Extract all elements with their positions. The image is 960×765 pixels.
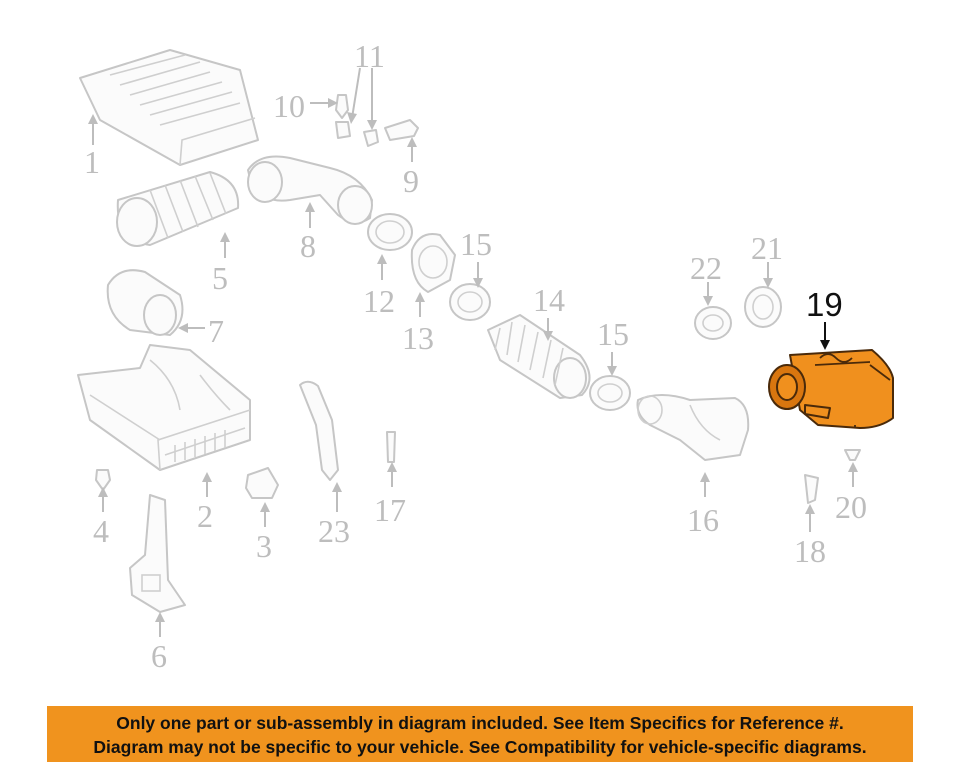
callout-18: 18 <box>794 533 826 569</box>
part-19-resonator-highlighted[interactable] <box>768 349 894 429</box>
part-17-stud <box>386 431 396 463</box>
callout-9: 9 <box>403 163 419 199</box>
callout-20: 20 <box>835 489 867 525</box>
callout-4: 4 <box>93 513 109 549</box>
part-21-seal <box>744 286 782 328</box>
leader-arrows <box>88 67 858 637</box>
part-10-sensor <box>335 94 349 119</box>
callout-16: 16 <box>687 502 719 538</box>
notice-line-2: Diagram may not be specific to your vehi… <box>93 737 867 757</box>
callout-22: 22 <box>690 250 722 286</box>
callout-10: 10 <box>273 88 305 124</box>
part-23-hose <box>299 380 339 481</box>
part-8-intake-duct <box>247 155 373 225</box>
callout-7: 7 <box>208 313 224 349</box>
part-7-maf-housing <box>106 269 184 336</box>
callout-2: 2 <box>197 498 213 534</box>
callout-3: 3 <box>256 528 272 564</box>
callout-11: 11 <box>354 38 385 74</box>
callout-17: 17 <box>374 492 406 528</box>
part-18-clip <box>804 474 819 504</box>
callout-6: 6 <box>151 638 167 674</box>
callout-12: 12 <box>363 283 395 319</box>
notice-banner: Only one part or sub-assembly in diagram… <box>47 706 913 762</box>
notice-line-1: Only one part or sub-assembly in diagram… <box>116 713 844 733</box>
callout-15b: 15 <box>597 316 629 352</box>
part-5-filter-element <box>116 171 240 247</box>
parts-diagram <box>77 49 894 637</box>
callout-1: 1 <box>84 144 100 180</box>
part-9-connector <box>384 119 419 141</box>
callout-21: 21 <box>751 230 783 266</box>
part-12-clamp <box>367 213 413 251</box>
part-20-pushpin <box>844 449 861 461</box>
callout-5: 5 <box>212 260 228 296</box>
part-22-clamp <box>694 306 732 340</box>
callout-13: 13 <box>402 320 434 356</box>
part-4-clip <box>95 469 111 491</box>
callout-14: 14 <box>533 282 565 318</box>
callout-19-highlighted: 19 <box>806 286 843 323</box>
part-16-resonator-duct <box>636 394 750 461</box>
callout-15a: 15 <box>460 226 492 262</box>
callout-23: 23 <box>318 513 350 549</box>
part-3-grommet <box>245 467 279 499</box>
part-2-air-cleaner-housing <box>77 344 251 471</box>
part-14-hose <box>487 314 591 399</box>
callout-8: 8 <box>300 228 316 264</box>
part-6-bracket <box>129 494 186 613</box>
part-15-clamp-a <box>449 283 491 321</box>
part-13-adapter <box>410 233 456 293</box>
part-15-clamp-b <box>589 375 631 411</box>
part-11-clip <box>335 121 379 147</box>
part-1-air-cleaner-cover <box>79 49 259 166</box>
